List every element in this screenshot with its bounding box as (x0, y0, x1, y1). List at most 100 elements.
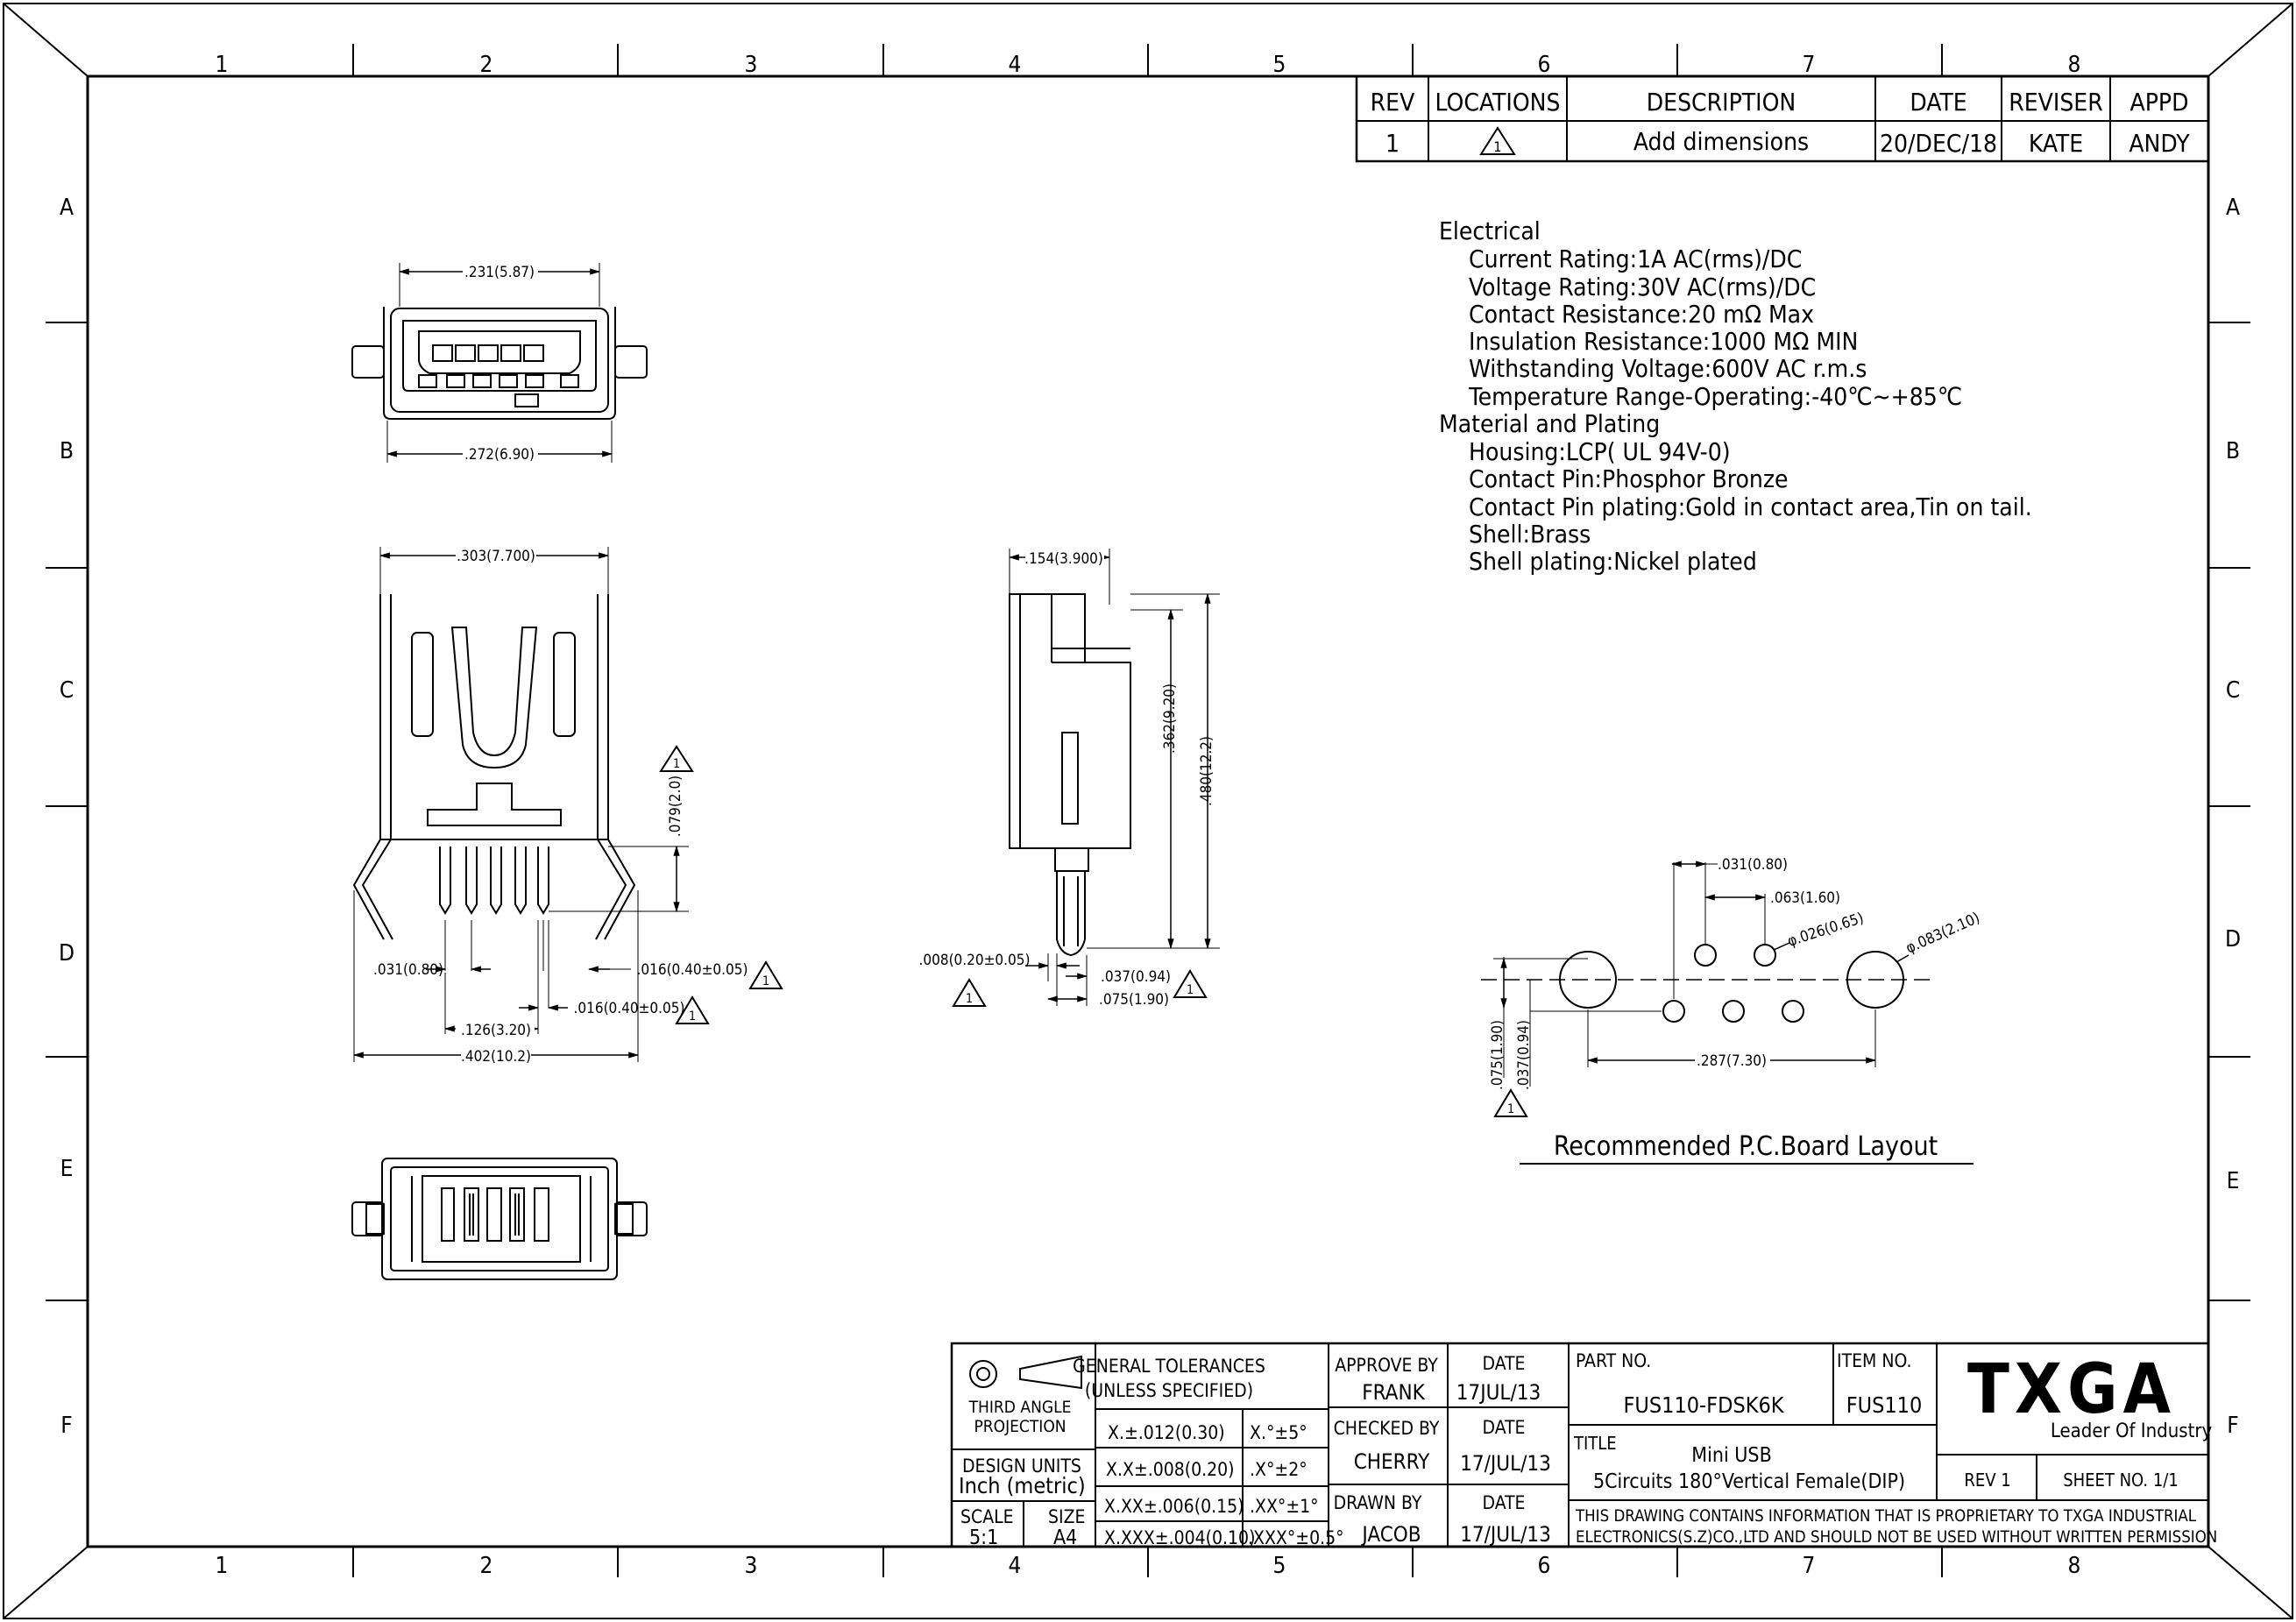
date-header: DATE (1910, 88, 1966, 117)
tolerance-linear: X.XXX±.004(0.10) (1104, 1527, 1255, 1548)
col-label: 7 (1803, 52, 1816, 78)
dim-label: .031(0.80) (1718, 856, 1788, 874)
dim-label: .016(0.40±0.05) (637, 961, 748, 979)
title-line1: Mini USB (1691, 1444, 1772, 1467)
checked-label: CHECKED BY (1334, 1418, 1440, 1439)
col-label: 4 (1009, 1553, 1022, 1579)
dim-label: .008(0.20±0.05) (919, 952, 1031, 969)
tolerance-linear: X.X±.008(0.20) (1106, 1459, 1235, 1480)
col-label: 8 (2068, 52, 2081, 78)
reviser-header: REVISER (2009, 88, 2102, 117)
col-label: 8 (2068, 1553, 2081, 1579)
checked-date: 17/JUL/13 (1460, 1451, 1551, 1476)
electrical-heading: Electrical (1439, 216, 1541, 245)
spec-line: Withstanding Voltage:600V AC r.m.s (1469, 354, 1867, 383)
revision-triangle-icon: 1 (659, 745, 694, 772)
svg-text:1: 1 (689, 1009, 696, 1023)
dim-label: .231(5.87) (464, 264, 535, 281)
drawn-name: JACOB (1360, 1522, 1421, 1547)
col-label: 7 (1803, 1553, 1816, 1579)
scale-label: SCALE (960, 1506, 1014, 1527)
approve-date: 17JUL/13 (1456, 1380, 1541, 1405)
dim-label: .362(9.20) (1161, 684, 1179, 754)
col-label: 3 (745, 1553, 758, 1579)
front-view (351, 307, 648, 420)
date-value: 20/DEC/18 (1880, 129, 1997, 158)
tolerance-linear: X.±.012(0.30) (1108, 1422, 1225, 1443)
profile-view-dimensions: .154(3.900) .362(9.20) .480(12.2) .008(0… (919, 549, 1220, 1009)
part-no-label: PART NO. (1576, 1350, 1651, 1371)
dim-label: .126(3.20) (461, 1022, 531, 1039)
tolerance-angle: .XXX°±0.5° (1248, 1527, 1344, 1548)
spec-line: Contact Pin:Phosphor Bronze (1469, 464, 1789, 493)
spec-line: Current Rating:1A AC(rms)/DC (1469, 244, 1802, 273)
col-label: 5 (1273, 52, 1286, 78)
revision-triangle-icon: 1 (675, 995, 710, 1024)
tolerance-linear: X.XX±.006(0.15) (1104, 1496, 1244, 1517)
svg-text:1: 1 (762, 974, 769, 988)
col-label: 4 (1009, 52, 1022, 78)
material-heading: Material and Plating (1439, 409, 1660, 438)
approve-label: APPROVE BY (1335, 1355, 1438, 1376)
side-view (352, 594, 636, 940)
row-label: C (60, 677, 74, 704)
dim-label: .075(1.90) (1489, 1020, 1506, 1090)
revision-triangle-icon: 1 (748, 960, 783, 989)
svg-text:1: 1 (1507, 1102, 1514, 1116)
reviser-value: KATE (2029, 129, 2083, 158)
dim-label: .480(12.2) (1198, 736, 1215, 806)
tolerance-heading: (UNLESS SPECIFIED) (1085, 1380, 1253, 1401)
revision-triangle-icon: 1 (952, 978, 987, 1007)
design-units-label: DESIGN UNITS (962, 1456, 1081, 1477)
revision-table: REV LOCATIONS DESCRIPTION DATE REVISER A… (1355, 74, 2210, 163)
size-label: SIZE (1048, 1506, 1085, 1527)
col-label: 3 (745, 52, 758, 78)
proprietary-notice: THIS DRAWING CONTAINS INFORMATION THAT I… (1575, 1507, 2197, 1526)
dim-label: .079(2.0) (667, 776, 684, 837)
title-label: TITLE (1573, 1433, 1617, 1454)
approve-name: FRANK (1362, 1380, 1425, 1405)
spec-line: Temperature Range-Operating:-40℃~+85℃ (1468, 382, 1962, 411)
col-label: 1 (216, 1553, 229, 1579)
dim-label: .037(0.94) (1515, 1020, 1533, 1090)
dim-label: .016(0.40±0.05) (574, 1000, 685, 1017)
projection-label: PROJECTION (974, 1417, 1066, 1436)
projection-symbol-icon (969, 1355, 1082, 1390)
title-line2: 5Circuits 180°Vertical Female(DIP) (1593, 1470, 1905, 1493)
column-labels-top: 1 2 3 4 5 6 7 8 (216, 52, 2081, 78)
title-block: THIRD ANGLE PROJECTION DESIGN UNITS Inch… (950, 1342, 2217, 1549)
tolerance-angle: .X°±2° (1250, 1459, 1307, 1480)
row-label: D (2225, 926, 2241, 953)
dim-label: φ.026(0.65) (1785, 910, 1866, 951)
row-label: B (2226, 438, 2240, 464)
svg-text:1: 1 (1187, 983, 1194, 997)
spec-line: Housing:LCP( UL 94V-0) (1469, 437, 1731, 466)
pcb-caption: Recommended P.C.Board Layout (1554, 1131, 1938, 1162)
part-no: FUS110-FDSK6K (1623, 1392, 1784, 1418)
revision-triangle-icon: 1 (1493, 1088, 1528, 1117)
locations-header: LOCATIONS (1435, 88, 1561, 117)
revision-triangle-icon: 1 (1173, 969, 1208, 998)
sheet-no: SHEET NO. 1/1 (2063, 1470, 2179, 1491)
pcb-pin-hole (1754, 944, 1776, 967)
row-label: B (60, 438, 74, 464)
col-label: 2 (480, 1553, 493, 1579)
spec-line: Voltage Rating:30V AC(rms)/DC (1469, 273, 1816, 301)
front-view-dimensions: .231(5.87) .272(6.90) (386, 260, 613, 464)
dim-label: .272(6.90) (464, 446, 535, 464)
row-label: C (2226, 677, 2240, 704)
appd-header: APPD (2129, 88, 2188, 117)
pcb-layout: .031(0.80) .063(1.60) φ.026(0.65) φ.083(… (1481, 856, 1982, 1165)
drawn-label: DRAWN BY (1334, 1492, 1422, 1513)
dim-label: .063(1.60) (1770, 889, 1840, 907)
col-label: 5 (1273, 1553, 1286, 1579)
design-units-value: Inch (metric) (959, 1473, 1086, 1498)
spec-line: Shell plating:Nickel plated (1469, 547, 1757, 576)
description-header: DESCRIPTION (1647, 88, 1796, 117)
svg-text:1: 1 (673, 757, 680, 771)
spec-line: Contact Pin plating:Gold in contact area… (1469, 492, 2032, 521)
company-logo: TXGA (1967, 1350, 2176, 1429)
revision-triangle-icon: 1 (1479, 126, 1516, 155)
date-label: DATE (1483, 1417, 1526, 1438)
dim-label: .303(7.700) (457, 548, 535, 565)
